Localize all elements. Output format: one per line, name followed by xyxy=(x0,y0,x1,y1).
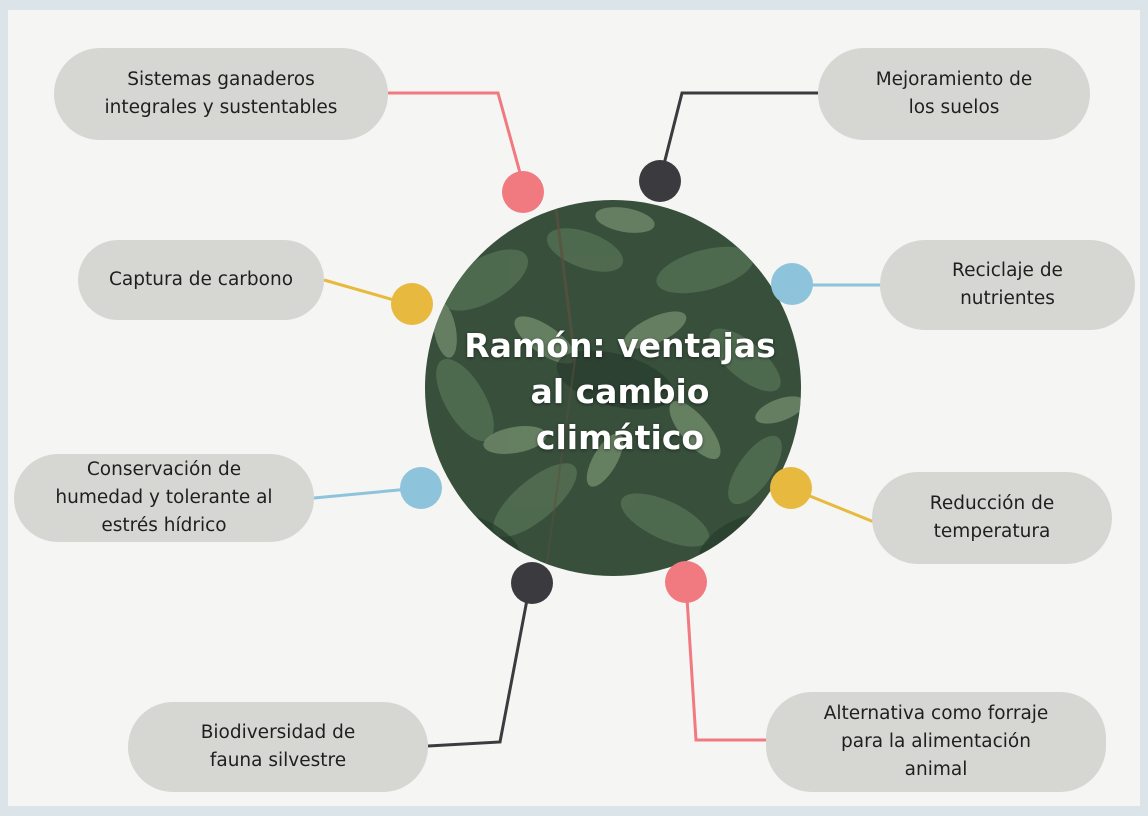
benefit-label: Reciclaje de nutrientes xyxy=(952,260,1063,309)
connector-biodiversidad xyxy=(427,583,532,748)
gold-dot-right xyxy=(770,467,812,509)
sky-dot-left xyxy=(400,467,442,509)
benefit-label: Alternativa como forraje para la aliment… xyxy=(823,703,1049,780)
pink-dot-bottom xyxy=(665,561,707,603)
benefit-biodiversidad-fauna: Biodiversidad de fauna silvestre xyxy=(128,702,428,792)
gold-dot-left xyxy=(391,283,433,325)
connector-mejoramiento xyxy=(658,91,818,181)
tree-foliage-photo xyxy=(425,200,801,576)
benefit-alternativa-forraje: Alternativa como forraje para la aliment… xyxy=(766,692,1106,792)
benefit-label: Sistemas ganaderos integrales y sustenta… xyxy=(104,69,338,118)
benefit-reciclaje-nutrientes: Reciclaje de nutrientes xyxy=(880,240,1135,330)
benefit-sistemas-ganaderos: Sistemas ganaderos integrales y sustenta… xyxy=(54,48,388,140)
sky-dot-right xyxy=(771,263,813,305)
center-title: Ramón: ventajas al cambio climático xyxy=(464,326,776,457)
benefit-label: Conservación de humedad y tolerante al e… xyxy=(55,459,273,536)
connector-sistemas xyxy=(388,91,524,181)
charcoal-dot-top xyxy=(639,160,681,202)
pink-dot-top xyxy=(502,171,544,213)
benefit-label: Reducción de temperatura xyxy=(929,493,1055,542)
benefit-reduccion-temperatura: Reducción de temperatura xyxy=(872,472,1112,564)
benefit-captura-carbono: Captura de carbono xyxy=(78,240,324,320)
benefit-mejoramiento-suelos: Mejoramiento de los suelos xyxy=(818,48,1090,140)
benefit-label: Captura de carbono xyxy=(108,269,294,290)
center-photo-circle: Ramón: ventajas al cambio climático xyxy=(425,200,801,576)
diagram-canvas: Ramón: ventajas al cambio climático Sist… xyxy=(8,10,1140,806)
charcoal-dot-bottom xyxy=(511,562,553,604)
benefit-label: Biodiversidad de fauna silvestre xyxy=(200,722,356,771)
connector-alternativa xyxy=(684,581,766,742)
benefit-label: Mejoramiento de los suelos xyxy=(875,69,1033,118)
benefit-conservacion-humedad: Conservación de humedad y tolerante al e… xyxy=(14,454,314,542)
